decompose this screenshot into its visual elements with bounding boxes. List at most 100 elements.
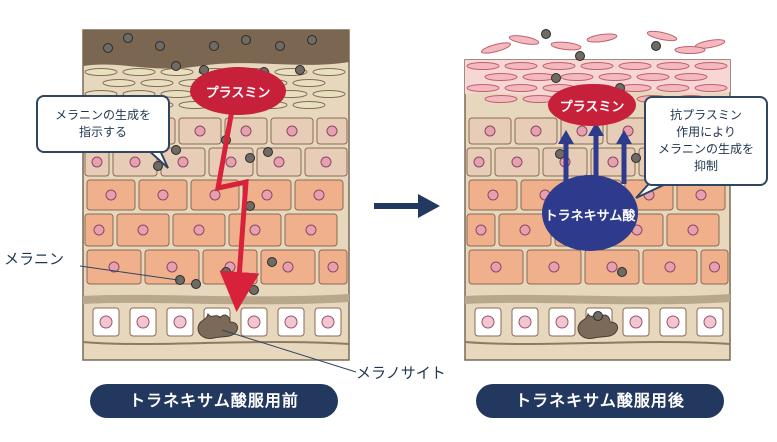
right-plasmin-blob (548, 84, 636, 126)
cell-nucleus (261, 189, 273, 201)
right-basal-line (465, 294, 730, 305)
left-bottom-line (82, 341, 350, 345)
horny-flake (122, 68, 156, 76)
basal-nucleus (666, 315, 680, 329)
floating-flake (586, 33, 618, 43)
tranexamic-blob (542, 175, 638, 251)
cell-nucleus (305, 224, 317, 236)
horny-flake (504, 84, 538, 92)
cell-nucleus (326, 125, 338, 137)
melanocyte-label: メラノサイト (356, 364, 446, 382)
basal-nucleus (555, 315, 569, 329)
melanin-granule (617, 267, 627, 277)
basal-nucleus (173, 315, 187, 329)
horny-flake (618, 62, 652, 70)
floating-flake (508, 35, 540, 45)
cell-nucleus (194, 125, 206, 137)
cell-nucleus (282, 261, 294, 273)
cell-nucleus (240, 125, 252, 137)
right-horny-layer (466, 30, 728, 103)
horny-flake (694, 84, 728, 92)
horny-flake (484, 95, 518, 103)
basal-nucleus (629, 315, 643, 329)
cell-nucleus (209, 189, 221, 201)
basal-nucleus (703, 315, 717, 329)
melanin-label: メラニン (4, 250, 65, 268)
cell-nucleus (490, 261, 502, 273)
cell-nucleus (320, 156, 332, 168)
melanin-granule (307, 35, 317, 45)
melanin-granule (249, 285, 259, 295)
melanin-granule (123, 33, 133, 43)
horny-flake (466, 84, 500, 92)
melanin-granule (267, 257, 277, 267)
melanin-granule (551, 73, 561, 83)
cell-nucleus (709, 261, 720, 273)
horny-flake (312, 90, 346, 98)
horny-flake (504, 62, 538, 70)
left-melanocyte (197, 312, 239, 339)
left-basal-line (83, 294, 349, 305)
cell-nucleus (576, 125, 588, 137)
cell-nucleus (157, 189, 169, 201)
right-melanin-granules (541, 29, 661, 321)
cell-nucleus (129, 156, 141, 168)
melanin-granule (275, 41, 285, 51)
horny-flake (522, 73, 556, 81)
melanin-granule (555, 149, 565, 159)
right-melanocyte (577, 312, 619, 339)
basal-nucleus (136, 315, 150, 329)
horny-flake (312, 68, 346, 76)
left-skin-panel (79, 29, 357, 373)
cell-nucleus (273, 156, 285, 168)
floating-flake (646, 30, 678, 42)
horny-flake (674, 73, 708, 81)
left-keratinocytes (84, 117, 348, 285)
cell-nucleus (530, 125, 542, 137)
horny-flake (466, 62, 500, 70)
left-signal-arrow (214, 109, 260, 312)
right-callout: 抗プラスミン 作用により メラニンの生成を 抑制 (644, 96, 768, 186)
melanin-granule (631, 153, 641, 163)
basal-nucleus (518, 315, 532, 329)
cell-nucleus (166, 261, 178, 273)
inhibition-arrows (558, 122, 632, 184)
melanin-granule (651, 41, 661, 51)
cell-nucleus (475, 224, 487, 236)
transition-arrow (374, 194, 440, 218)
cell-nucleus (473, 156, 485, 168)
cell-nucleus (93, 224, 105, 236)
cell-nucleus (606, 261, 618, 273)
cell-nucleus (607, 156, 619, 168)
cell-nucleus (487, 189, 499, 201)
melanin-granule (221, 267, 231, 277)
cell-nucleus (91, 156, 103, 168)
cell-nucleus (511, 156, 523, 168)
left-melanin-granules (103, 33, 317, 295)
basal-nucleus (284, 315, 298, 329)
before-badge: トラネキサム酸服用前 (90, 384, 338, 418)
after-badge: トラネキサム酸服用後 (476, 384, 724, 418)
melanin-pointer-line (79, 265, 179, 281)
horny-flake (484, 73, 518, 81)
melanin-granule (191, 279, 201, 289)
melanin-granule (103, 43, 113, 53)
cell-nucleus (286, 125, 298, 137)
floating-flake (480, 42, 512, 54)
melanin-granule (263, 147, 273, 157)
cell-nucleus (193, 224, 205, 236)
basal-nucleus (481, 315, 495, 329)
melanin-granule (575, 51, 585, 61)
melanin-granule (171, 61, 181, 71)
horny-flake (140, 79, 174, 87)
cell-nucleus (687, 224, 699, 236)
melanocyte-pointer-line (221, 329, 357, 373)
floating-flake (550, 41, 582, 51)
cell-nucleus (519, 224, 531, 236)
horny-flake (542, 62, 576, 70)
horny-flake (292, 79, 326, 87)
right-skin-panel (464, 29, 731, 361)
melanin-granule (155, 41, 165, 51)
horny-flake (292, 101, 326, 109)
